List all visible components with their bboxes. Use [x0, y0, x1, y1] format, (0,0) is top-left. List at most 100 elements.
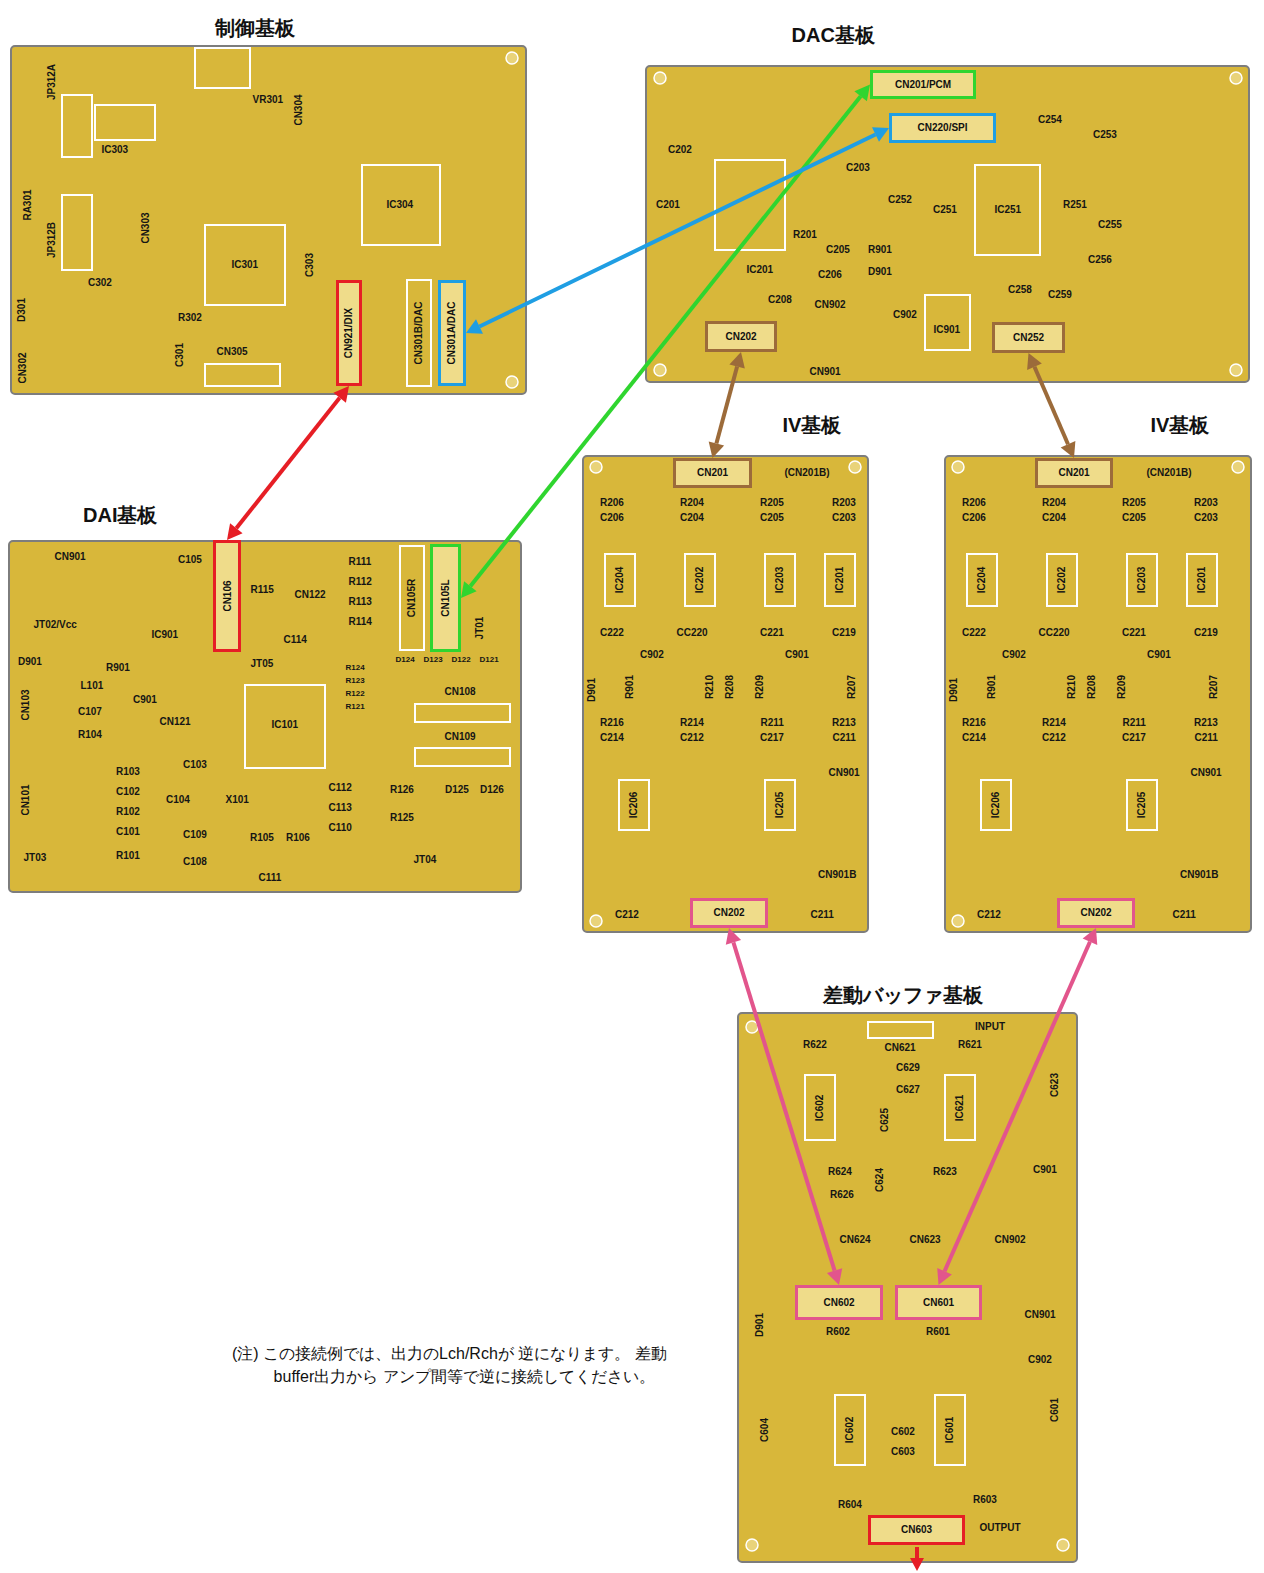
- part-label: C604: [759, 1418, 771, 1442]
- mounting-hole: [506, 376, 518, 388]
- mounting-hole: [590, 915, 602, 927]
- part-label: C211: [811, 909, 834, 921]
- connector-box: CN921/DIX: [336, 280, 362, 386]
- part-label: R201: [793, 229, 817, 241]
- mounting-hole: [746, 1539, 758, 1551]
- part-label: C255: [1098, 219, 1122, 231]
- part-label: C301: [174, 343, 186, 367]
- part-label: C902: [1028, 1354, 1052, 1366]
- connection-line: [945, 942, 1090, 1272]
- connection-arrow: [937, 928, 1097, 1285]
- part-label: R213: [832, 717, 856, 729]
- part-label: C259: [1048, 289, 1072, 301]
- part-label: R624: [828, 1166, 852, 1178]
- arrow-head: [709, 441, 724, 458]
- connection-line: [470, 96, 860, 586]
- part-label: CN101: [19, 784, 31, 815]
- part-label: C902: [1002, 649, 1026, 661]
- part-label: C205: [826, 244, 850, 256]
- connector-box: CN301A/DAC: [438, 280, 466, 386]
- connector-name: CN201/PCM: [895, 79, 951, 91]
- connector-name: CN201: [697, 467, 728, 479]
- part-label: C203: [1194, 512, 1218, 524]
- connector-name: CN603: [901, 1524, 932, 1536]
- connector-name: CN601: [923, 1297, 954, 1309]
- part-label: R207: [846, 675, 858, 699]
- mounting-hole: [1230, 364, 1242, 376]
- arrow-head: [1061, 441, 1076, 458]
- part-label: R105: [250, 832, 274, 844]
- part-label: IC206: [990, 792, 1002, 819]
- part-label: C625: [879, 1108, 891, 1132]
- ic-outline: [825, 554, 855, 606]
- part-label: CN305: [217, 346, 248, 358]
- part-label: IC621: [954, 1095, 966, 1122]
- part-label: CN301B/DAC: [413, 302, 425, 365]
- part-label: D121: [480, 655, 499, 665]
- part-label: C206: [600, 512, 624, 524]
- part-label: R604: [838, 1499, 862, 1511]
- part-label: R214: [680, 717, 704, 729]
- connector-box: CN201: [1035, 458, 1113, 488]
- part-label: R209: [1116, 675, 1128, 699]
- part-label: C211: [1173, 909, 1196, 921]
- connector-name: CN301A/DAC: [446, 302, 458, 365]
- part-label: C252: [888, 194, 912, 206]
- part-label: R102: [116, 806, 140, 818]
- part-label: R206: [962, 497, 986, 509]
- part-label: R901: [986, 675, 998, 699]
- ic-outline: [1127, 554, 1157, 606]
- part-label: R106: [286, 832, 310, 844]
- part-label: C212: [615, 909, 639, 921]
- connection-arrow: [709, 352, 745, 458]
- part-label: C109: [183, 829, 207, 841]
- part-label: D901: [948, 678, 960, 702]
- part-label: CN901: [55, 551, 86, 563]
- connector-outline: [415, 748, 510, 766]
- part-label: C205: [1122, 512, 1146, 524]
- jumper-outline: [62, 95, 92, 157]
- ic-outline: [685, 554, 715, 606]
- part-label: C201: [656, 199, 680, 211]
- part-label: JT05: [251, 658, 274, 670]
- connector-box: CN601: [895, 1285, 982, 1320]
- connector-box: CN220/SPI: [889, 113, 996, 143]
- part-label: R203: [832, 497, 856, 509]
- connection-arrow: [461, 85, 870, 599]
- part-label: CN304: [292, 94, 304, 125]
- part-label: C219: [1194, 627, 1218, 639]
- ic-outline: [619, 780, 649, 830]
- connector-box: CN202: [1057, 898, 1135, 928]
- part-label: D124: [396, 655, 415, 665]
- part-label: IC202: [1056, 567, 1068, 594]
- connector-outline: [407, 280, 431, 386]
- part-label: JT03: [24, 852, 47, 864]
- part-label: R216: [600, 717, 624, 729]
- part-label: C902: [893, 309, 917, 321]
- part-label: (CN201B): [785, 467, 830, 479]
- part-label: C107: [78, 706, 102, 718]
- part-label: C629: [896, 1062, 920, 1074]
- ic-outline: [362, 165, 440, 245]
- part-label: R115: [251, 584, 274, 596]
- part-label: R112: [349, 576, 372, 588]
- part-label: INPUT: [975, 1021, 1005, 1033]
- part-label: CN901B: [818, 869, 856, 881]
- connector-box: CN202: [705, 321, 777, 352]
- part-label: JT01: [474, 617, 486, 640]
- part-label: CN108: [445, 686, 476, 698]
- part-label: R901: [106, 662, 130, 674]
- part-label: C217: [760, 732, 784, 744]
- part-label: C203: [846, 162, 870, 174]
- part-label: IC601: [944, 1417, 956, 1444]
- ic-outline: [967, 554, 997, 606]
- part-label: R113: [349, 596, 372, 608]
- part-label: C110: [329, 822, 352, 834]
- board-title: 制御基板: [215, 16, 295, 40]
- connector-name: CN602: [824, 1297, 855, 1309]
- connection-line: [1034, 367, 1068, 444]
- part-label: JP312B: [46, 222, 58, 258]
- part-label: C624: [874, 1168, 886, 1192]
- part-label: R216: [962, 717, 986, 729]
